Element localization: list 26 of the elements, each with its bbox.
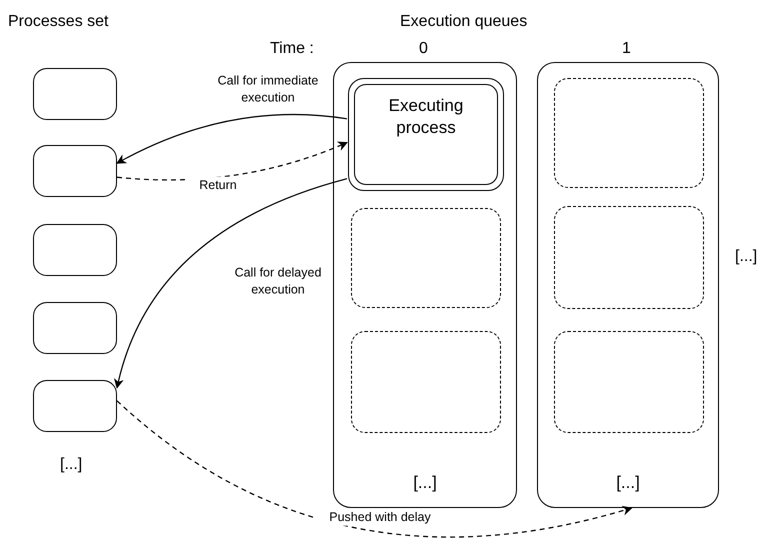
- process-box: [33, 380, 117, 432]
- ellipsis: [...]: [615, 472, 641, 494]
- arrow: [116, 400, 633, 538]
- arrow: [114, 178, 348, 389]
- queue-slot: [351, 331, 501, 433]
- arrow: [116, 114, 348, 164]
- process-box: [33, 68, 117, 120]
- time-value: 0: [419, 39, 428, 59]
- ellipsis: [...]: [412, 472, 438, 494]
- queue-column: [333, 62, 517, 508]
- queue-slot: [554, 331, 704, 433]
- process-box: [33, 145, 117, 197]
- queue-slot: [351, 208, 501, 308]
- axis-label: Time :: [270, 39, 314, 59]
- process-box: [33, 224, 117, 276]
- ellipsis: [...]: [735, 247, 758, 267]
- time-value: 1: [622, 39, 631, 59]
- queue-slot: [554, 78, 704, 188]
- executing-process-box: [348, 78, 504, 191]
- process-label: Executing process: [388, 95, 464, 139]
- queue-column: [537, 62, 719, 508]
- section-heading: Processes set: [8, 12, 108, 32]
- ellipsis: [...]: [60, 455, 82, 475]
- section-heading: Execution queues: [400, 12, 528, 32]
- queue-slot: [554, 206, 704, 309]
- process-box: [33, 302, 117, 354]
